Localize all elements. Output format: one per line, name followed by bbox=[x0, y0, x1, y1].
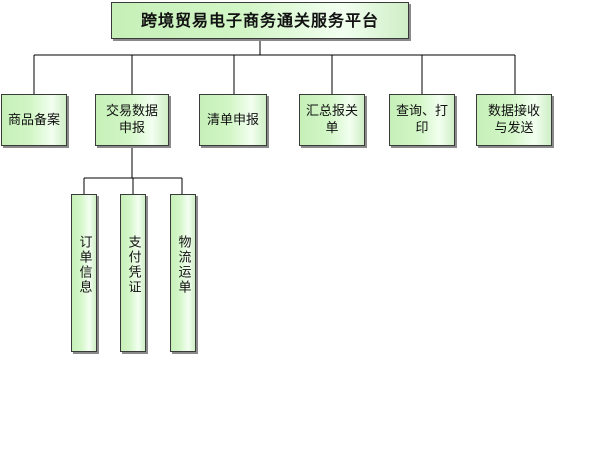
node-label: 支付凭证 bbox=[125, 235, 141, 295]
node-data-receive-send[interactable]: 数据接收与发送 bbox=[476, 94, 552, 146]
node-label: 数据接收与发送 bbox=[487, 104, 540, 136]
node-query-print[interactable]: 查询、打印 bbox=[389, 94, 455, 146]
node-label: 汇总报关单 bbox=[306, 104, 359, 136]
root-node[interactable]: 跨境贸易电子商务通关服务平台 bbox=[111, 2, 409, 39]
node-label: 交易数据申报 bbox=[105, 104, 158, 136]
node-label: 物流运单 bbox=[175, 235, 191, 295]
node-label: 清单申报 bbox=[206, 112, 259, 128]
node-label: 查询、打印 bbox=[396, 104, 449, 136]
node-label: 商品备案 bbox=[8, 112, 61, 128]
node-list-declaration[interactable]: 清单申报 bbox=[199, 94, 267, 146]
node-label: 订单信息 bbox=[76, 235, 92, 295]
node-payment-voucher[interactable]: 支付凭证 bbox=[120, 194, 146, 352]
node-transaction-data-declaration[interactable]: 交易数据申报 bbox=[95, 94, 169, 146]
node-summary-customs-declaration[interactable]: 汇总报关单 bbox=[299, 94, 365, 146]
node-order-info[interactable]: 订单信息 bbox=[71, 194, 97, 352]
node-logistics-waybill[interactable]: 物流运单 bbox=[170, 194, 196, 352]
node-product-filing[interactable]: 商品备案 bbox=[1, 94, 67, 146]
root-node-label: 跨境贸易电子商务通关服务平台 bbox=[140, 11, 379, 30]
